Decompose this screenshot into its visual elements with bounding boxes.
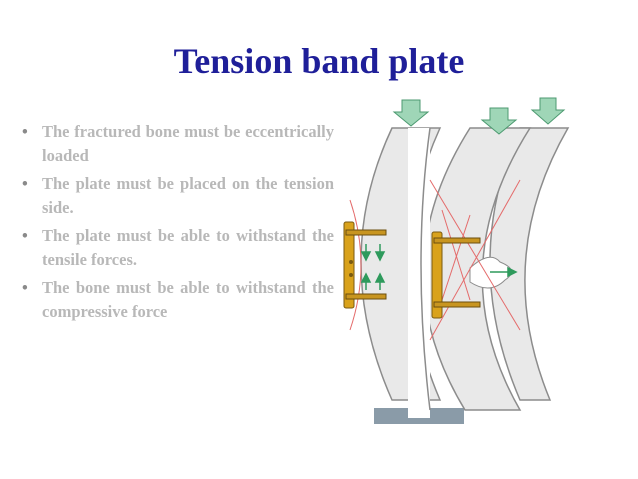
- bullet-item: • The fractured bone must be eccentricall…: [22, 120, 334, 168]
- bullet-marker: •: [22, 278, 28, 297]
- bullet-text: The bone must be able to withstand the c…: [42, 278, 334, 321]
- tension-band-plate-diagram: [343, 97, 570, 424]
- slide-title: Tension band plate: [173, 41, 465, 81]
- load-arrow-right: [530, 97, 566, 125]
- bullet-list: • The fractured bone must be eccentricall…: [22, 120, 334, 328]
- plate-middle: [431, 231, 481, 319]
- bullet-text: The plate must be able to withstand the …: [42, 226, 334, 269]
- bullet-item: • The bone must be able to withstand the …: [22, 276, 334, 324]
- load-arrow-left: [392, 99, 430, 127]
- bullet-marker: •: [22, 226, 28, 245]
- compression-arrows: [360, 244, 518, 290]
- load-arrow-middle: [480, 107, 518, 135]
- plate-left: [343, 221, 387, 309]
- bullet-marker: •: [22, 174, 28, 193]
- bone-right: [489, 127, 570, 401]
- bullet-marker: •: [22, 122, 28, 141]
- bullet-text: The plate must be placed on the tension …: [42, 174, 334, 217]
- bullet-item: • The plate must be able to withstand the…: [22, 224, 334, 272]
- bullet-item: • The plate must be placed on the tension…: [22, 172, 334, 220]
- bullet-text: The fractured bone must be eccentrically…: [42, 122, 334, 165]
- stress-lines: [349, 179, 521, 341]
